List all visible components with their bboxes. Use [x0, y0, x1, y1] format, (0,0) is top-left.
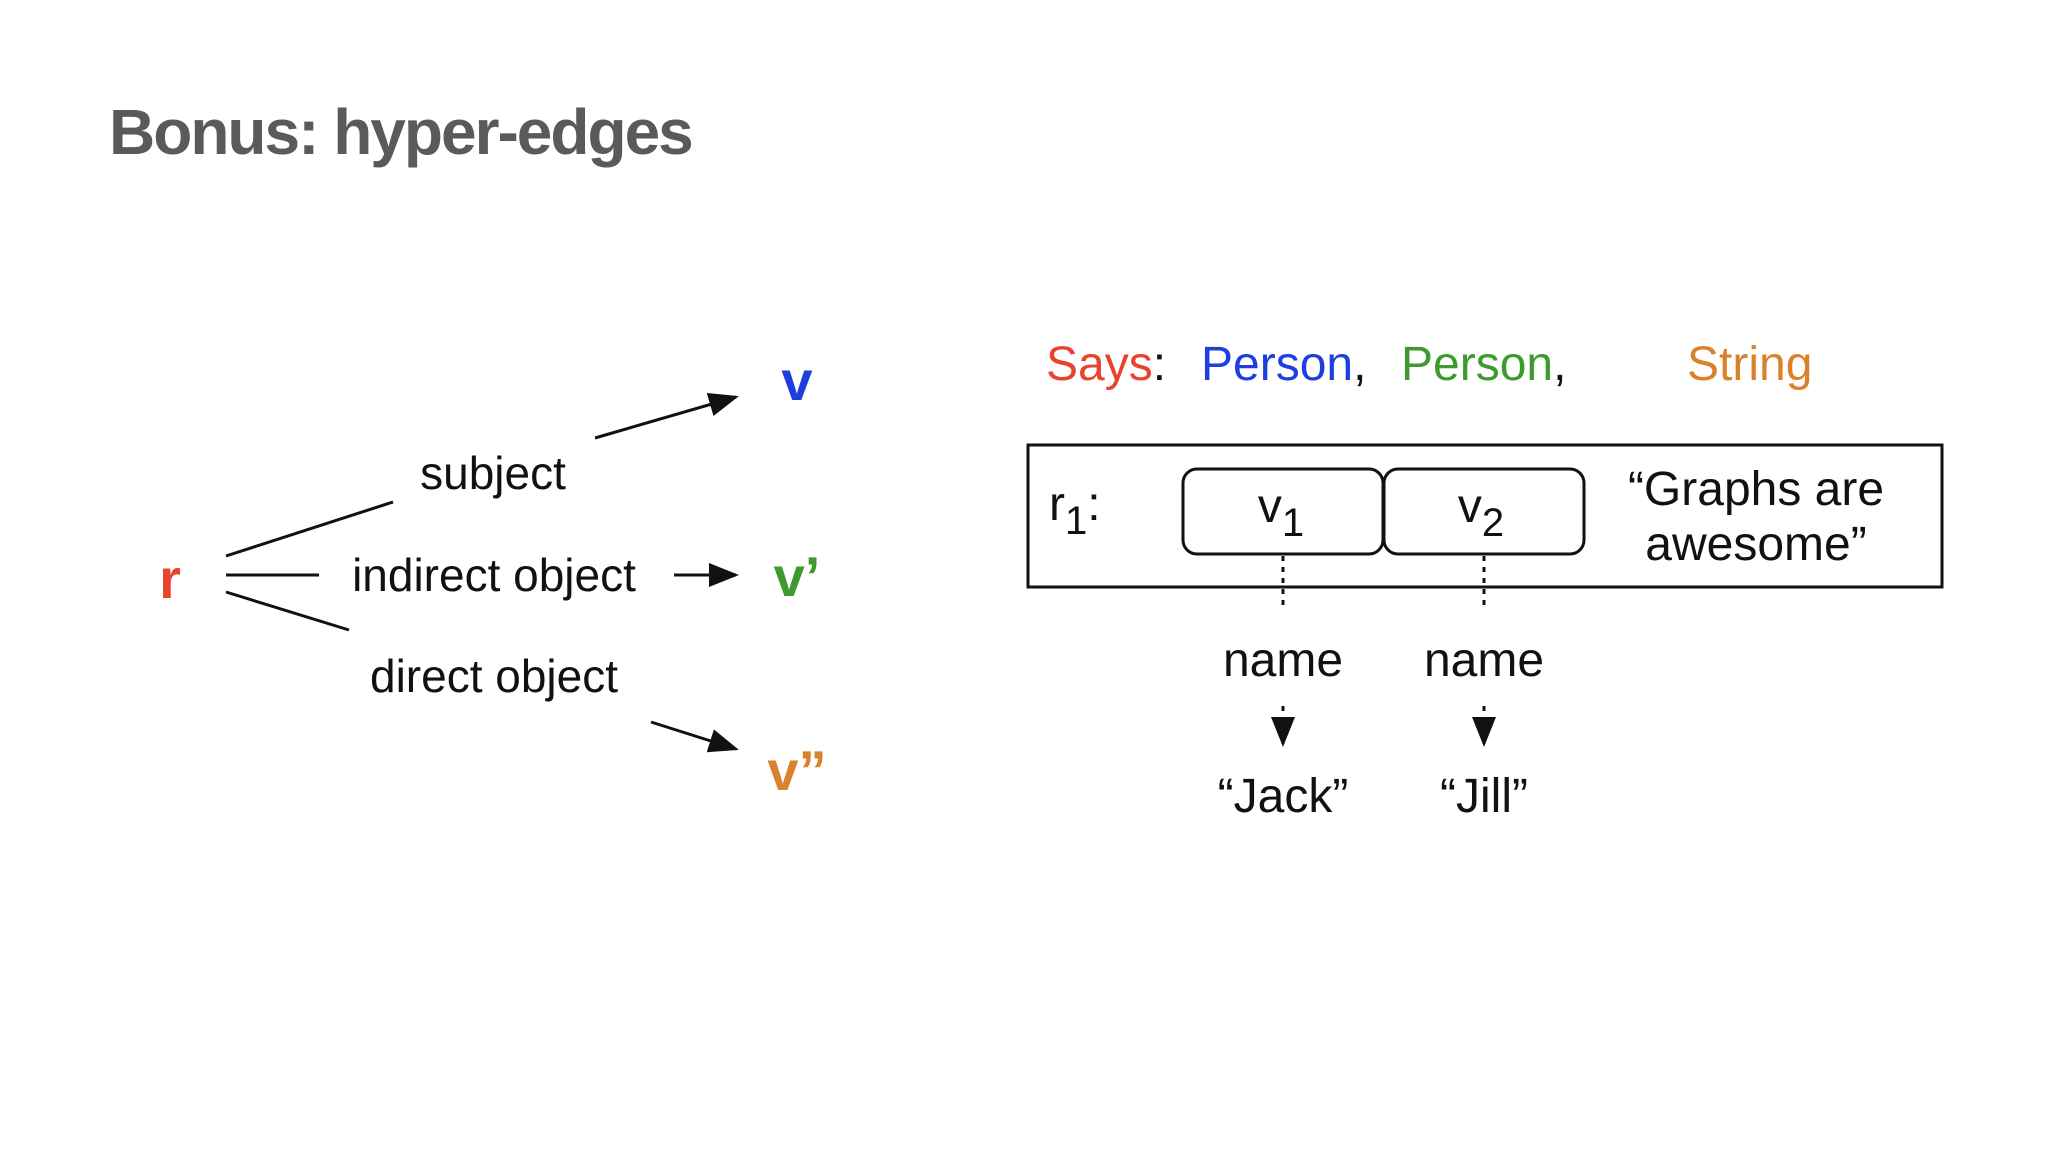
relation-right: Says: Person, Person, String r1: v1 v2 “… — [1026, 338, 1944, 823]
signature-type-2: Person, — [1401, 338, 1566, 391]
edge-label-direct-object: direct object — [370, 650, 618, 702]
signature-colon: : — [1153, 338, 1166, 391]
property-value-v2: “Jill” — [1440, 770, 1528, 823]
signature-type-1: Person, — [1201, 338, 1366, 391]
target-node-v-double-prime: v” — [767, 739, 826, 802]
property-value-v1: “Jack” — [1218, 770, 1349, 823]
tuple-cell-v2-label: v2 — [1458, 480, 1504, 545]
edge-direct-object-arrow — [650, 720, 739, 753]
hyperedge-left: r subject v indirect object v’ direct ob… — [159, 349, 826, 802]
edge-label-indirect-object: indirect object — [352, 549, 636, 601]
property-key-v2: name — [1424, 634, 1544, 687]
property-key-v1: name — [1223, 634, 1343, 687]
edge-subject-line — [225, 500, 394, 558]
tuple-cell-v2 — [1382, 467, 1586, 556]
tuple-literal-line-1: “Graphs are — [1628, 463, 1884, 516]
edge-label-subject: subject — [420, 447, 566, 499]
edge-subject-arrow — [594, 393, 739, 440]
relation-signature: Says: — [1046, 338, 1166, 391]
slide-title: Bonus: hyper-edges — [109, 96, 694, 168]
target-node-v: v — [781, 349, 812, 412]
signature-type-3: String — [1687, 338, 1812, 391]
tuple-cell-v1-label: v1 — [1258, 480, 1304, 545]
relation-node-r: r — [159, 547, 181, 610]
edge-direct-object-line — [225, 590, 350, 632]
target-node-v-prime: v’ — [774, 545, 821, 608]
tuple-id: r1: — [1049, 478, 1101, 543]
signature-name: Says — [1046, 338, 1153, 391]
tuple-literal-line-2: awesome” — [1645, 518, 1866, 571]
